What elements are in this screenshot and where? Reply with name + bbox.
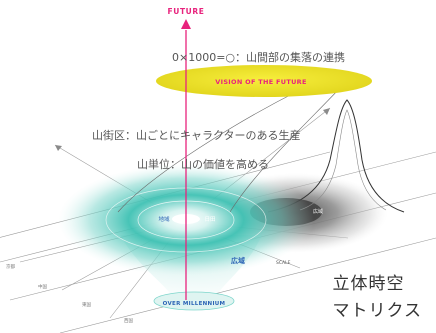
axis-label-0: 京都	[6, 263, 15, 270]
vision-disc	[156, 65, 372, 97]
teal-cone-rim	[153, 291, 235, 311]
vision-label: VISION OF THE FUTURE	[215, 78, 306, 86]
future-label: FUTURE	[168, 7, 205, 16]
right-disc-label: 広域	[313, 208, 323, 215]
teal-up-lines	[117, 87, 341, 213]
title-line-2: マトリクス	[332, 301, 422, 321]
wide-area-label: 広域	[231, 256, 245, 265]
page-title: 立体時空 マトリクス	[333, 271, 423, 325]
left-disc-label-1: 地域	[158, 215, 170, 223]
axis-label-1: 中国	[38, 283, 47, 290]
axis-label-3: 西国	[124, 318, 133, 324]
future-arrowhead	[181, 19, 191, 29]
caption-mountain-district: 山街区：山ごとにキャラクターのある生産	[92, 128, 301, 142]
scale-label: SCALE	[276, 260, 291, 266]
axis-label-2: 東国	[82, 301, 91, 308]
title-line-1: 立体時空	[332, 274, 405, 294]
grey-peak-curve	[267, 99, 405, 213]
millennium-label: OVER MILLENNIUM	[163, 301, 226, 307]
top-caption: 0×1000=○：山間部の集落の連携	[172, 50, 345, 64]
left-disc-label-2: 日田	[204, 216, 215, 223]
caption-mountain-unit: 山単位：山の価値を高める	[137, 157, 269, 171]
axis-arrowheads	[55, 108, 330, 151]
grey-peak-inner	[299, 109, 387, 211]
